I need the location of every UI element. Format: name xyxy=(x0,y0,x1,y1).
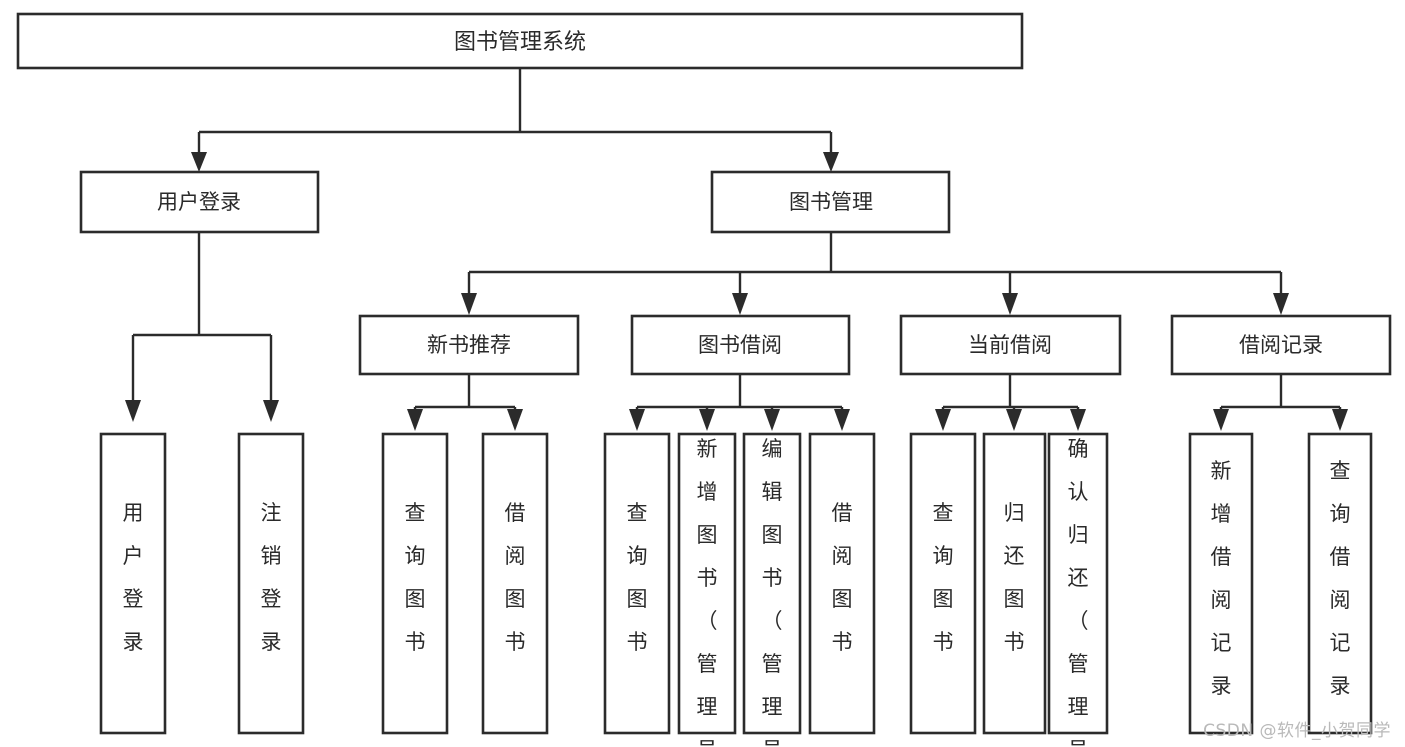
arrow-head-user-login xyxy=(191,152,207,172)
node-leaf-2-box[interactable] xyxy=(237,432,305,735)
node-leaf-2-label: 注销登录 xyxy=(261,501,282,654)
node-leaf-7-box[interactable] xyxy=(742,432,802,735)
node-book-borrow-box[interactable] xyxy=(630,314,851,376)
node-leaf-9-box[interactable] xyxy=(909,432,977,735)
arrow-head-leaf-1 xyxy=(125,400,141,422)
arrow-head-borrow-record xyxy=(1273,293,1289,315)
arrow-head-leaf-7 xyxy=(764,409,780,431)
node-borrow-record-label: 借阅记录 xyxy=(1239,333,1323,357)
node-book-mgmt-label: 图书管理 xyxy=(789,190,873,214)
arrow-head-leaf-6 xyxy=(699,409,715,431)
node-book-mgmt-box[interactable] xyxy=(710,170,951,234)
node-leaf-4-box[interactable] xyxy=(481,432,549,735)
arrow-head-book-mgmt xyxy=(823,152,839,172)
node-borrow-record[interactable]: 借阅记录 xyxy=(1170,314,1392,376)
connector-group-book-borrow xyxy=(629,374,850,431)
arrow-head-current-borrow xyxy=(1002,293,1018,315)
node-leaf-12[interactable]: 新增借阅记录 xyxy=(1188,432,1254,735)
node-root[interactable]: 图书管理系统 xyxy=(16,12,1024,70)
node-leaf-4-label: 借阅图书 xyxy=(505,501,526,654)
node-leaf-6[interactable]: 新增图书（管理员） xyxy=(677,432,737,747)
arrow-head-leaf-11 xyxy=(1070,409,1086,431)
node-new-book-rec[interactable]: 新书推荐 xyxy=(358,314,580,376)
connector-group-current-borrow xyxy=(935,374,1086,431)
node-leaf-2[interactable]: 注销登录 xyxy=(237,432,305,735)
node-book-borrow-label: 图书借阅 xyxy=(698,333,782,357)
connector-group-user-login xyxy=(125,232,279,422)
node-leaf-12-label: 新增借阅记录 xyxy=(1211,459,1232,698)
node-user-login[interactable]: 用户登录 xyxy=(79,170,320,234)
node-leaf-3-box[interactable] xyxy=(381,432,449,735)
node-book-borrow[interactable]: 图书借阅 xyxy=(630,314,851,376)
arrow-head-leaf-10 xyxy=(1006,409,1022,431)
node-leaf-9[interactable]: 查询图书 xyxy=(909,432,977,735)
node-new-book-rec-label: 新书推荐 xyxy=(427,333,511,357)
node-leaf-5-box[interactable] xyxy=(603,432,671,735)
node-leaf-10-label: 归还图书 xyxy=(1004,501,1025,654)
node-leaf-1-label: 用户登录 xyxy=(123,501,144,654)
node-leaf-1[interactable]: 用户登录 xyxy=(99,432,167,735)
connector-group-book-mgmt xyxy=(461,232,1289,315)
node-leaf-6-label: 新增图书（管理员） xyxy=(697,437,718,747)
node-new-book-rec-box[interactable] xyxy=(358,314,580,376)
node-leaf-11[interactable]: 确认归还（管理员） xyxy=(1047,432,1109,747)
csdn-watermark: CSDN @软件_小贺同学 xyxy=(1203,721,1391,741)
arrow-head-leaf-4 xyxy=(507,409,523,431)
connector-group-root xyxy=(191,68,839,172)
node-leaf-5[interactable]: 查询图书 xyxy=(603,432,671,735)
node-leaf-6-box[interactable] xyxy=(677,432,737,735)
connector-group-borrow-record xyxy=(1213,374,1348,431)
arrow-head-new-book-rec xyxy=(461,293,477,315)
node-leaf-11-box[interactable] xyxy=(1047,432,1109,735)
node-current-borrow-label: 当前借阅 xyxy=(968,333,1052,357)
node-user-login-label: 用户登录 xyxy=(157,190,241,214)
node-leaf-4[interactable]: 借阅图书 xyxy=(481,432,549,735)
arrow-head-leaf-13 xyxy=(1332,409,1348,431)
node-leaf-3[interactable]: 查询图书 xyxy=(381,432,449,735)
node-leaf-8[interactable]: 借阅图书 xyxy=(808,432,876,735)
node-borrow-record-box[interactable] xyxy=(1170,314,1392,376)
node-leaf-8-label: 借阅图书 xyxy=(832,501,853,654)
node-leaf-13[interactable]: 查询借阅记录 xyxy=(1307,432,1373,735)
node-leaf-11-label: 确认归还（管理员） xyxy=(1068,437,1089,747)
node-book-mgmt[interactable]: 图书管理 xyxy=(710,170,951,234)
node-leaf-10[interactable]: 归还图书 xyxy=(982,432,1047,735)
arrow-head-leaf-12 xyxy=(1213,409,1229,431)
node-leaf-7[interactable]: 编辑图书（管理员） xyxy=(742,432,802,747)
node-leaf-3-label: 查询图书 xyxy=(405,501,426,654)
node-leaf-1-box[interactable] xyxy=(99,432,167,735)
node-leaf-5-label: 查询图书 xyxy=(627,501,648,654)
node-leaf-10-box[interactable] xyxy=(982,432,1047,735)
arrow-head-leaf-8 xyxy=(834,409,850,431)
node-leaf-13-label: 查询借阅记录 xyxy=(1330,459,1351,698)
node-leaf-12-box[interactable] xyxy=(1188,432,1254,735)
arrow-head-leaf-5 xyxy=(629,409,645,431)
node-leaf-9-label: 查询图书 xyxy=(933,501,954,654)
arrow-head-leaf-9 xyxy=(935,409,951,431)
arrow-head-leaf-3 xyxy=(407,409,423,431)
node-current-borrow-box[interactable] xyxy=(899,314,1122,376)
node-root-label: 图书管理系统 xyxy=(454,30,586,55)
node-root-box[interactable] xyxy=(16,12,1024,70)
node-leaf-7-label: 编辑图书（管理员） xyxy=(762,437,783,747)
node-leaf-8-box[interactable] xyxy=(808,432,876,735)
arrow-head-leaf-2 xyxy=(263,400,279,422)
node-user-login-box[interactable] xyxy=(79,170,320,234)
node-leaf-13-box[interactable] xyxy=(1307,432,1373,735)
arrow-head-book-borrow xyxy=(732,293,748,315)
connector-group-new-book-rec xyxy=(407,374,523,431)
node-current-borrow[interactable]: 当前借阅 xyxy=(899,314,1122,376)
